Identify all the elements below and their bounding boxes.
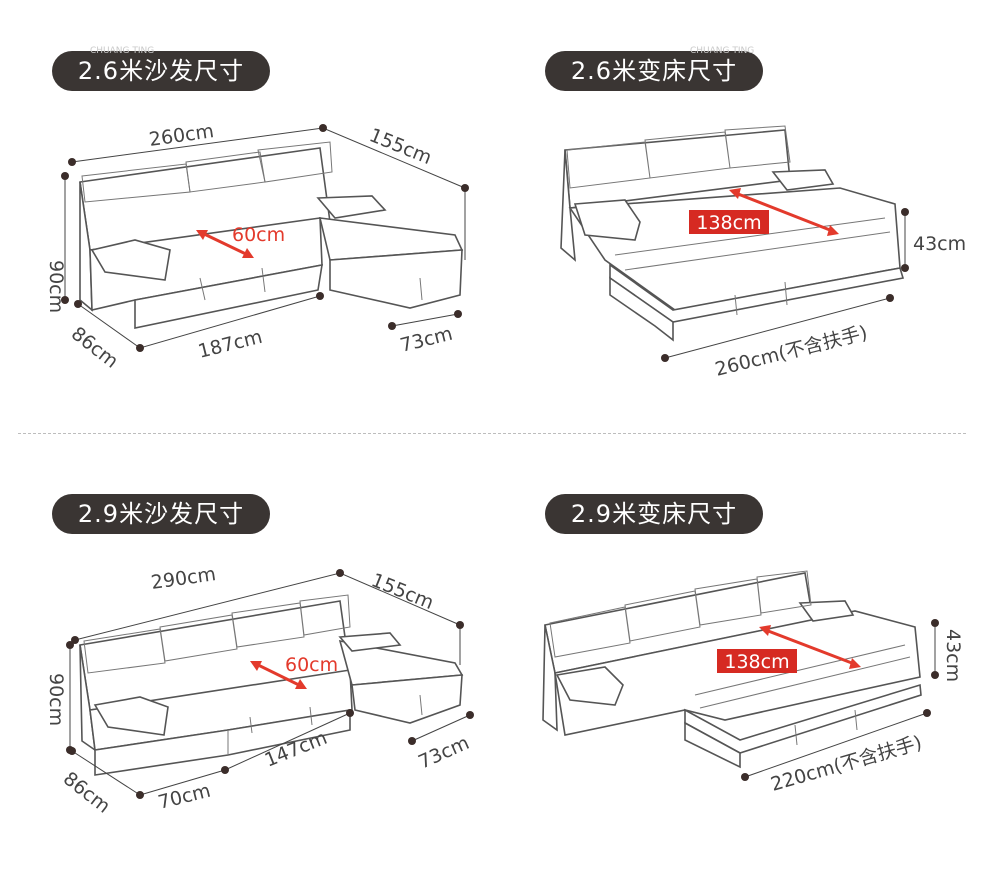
watermark: CHUANG TING [690,46,754,56]
bed-2-9-diagram: 138cm 43cm 220cm(不含扶手) [542,570,964,796]
dim-seat-depth: 60cm [232,224,285,246]
dim-bed-width: 138cm [696,212,761,234]
dim-chaise-length: 155cm [366,124,435,169]
watermark-text: CHUANG TING [90,46,154,56]
dim-seat-length: 187cm [196,326,265,363]
dimension-lines [66,569,474,799]
section-divider [18,433,966,434]
watermark: CHUANG TING [90,46,154,56]
seat-depth-arrow [196,230,254,258]
dim-bed-length: 260cm(不含扶手) [713,322,870,381]
section-title-sofa-2-6: 2.6米沙发尺寸 [52,51,270,91]
sofa-illustration [79,141,464,329]
bed-width-arrow [689,188,839,236]
dim-chaise-width: 73cm [415,732,472,774]
seat-depth-arrow [250,661,307,689]
section-title-bed-2-9: 2.9米变床尺寸 [545,494,763,534]
dim-chaise-length: 155cm [368,569,437,614]
dimension-lines [61,124,469,352]
bed-2-6-diagram: 138cm 43cm 260cm(不含扶手) [560,125,966,381]
bed-width-arrow [717,625,861,673]
dim-armless-seat: 70cm [156,780,213,814]
sofa-2-6-diagram: 260cm 155cm 90cm 86cm 187cm 73cm 60cm [45,120,469,373]
sofa-2-9-diagram: 290cm 155cm 90cm 86cm 70cm 147cm 73cm 60… [45,563,474,818]
dim-length: 290cm [150,563,218,594]
dim-length: 260cm [148,120,216,151]
section-title-bed-2-6: 2.6米变床尺寸 [545,51,763,91]
sofa-illustration [79,594,464,776]
dim-height: 90cm [45,673,67,726]
dim-bed-height: 43cm [913,233,966,255]
dim-chaise-width: 73cm [398,323,455,357]
dim-depth: 86cm [59,768,114,818]
dimension-lines [741,619,939,781]
watermark-text: CHUANG TING [690,46,754,56]
dim-bed-width: 138cm [724,651,789,673]
dim-height: 90cm [45,260,67,313]
section-title-sofa-2-9: 2.9米沙发尺寸 [52,494,270,534]
dimension-lines [661,208,909,362]
dim-bed-height: 43cm [942,629,964,682]
dim-seat-depth: 60cm [285,654,338,676]
bed-illustration [560,125,905,342]
